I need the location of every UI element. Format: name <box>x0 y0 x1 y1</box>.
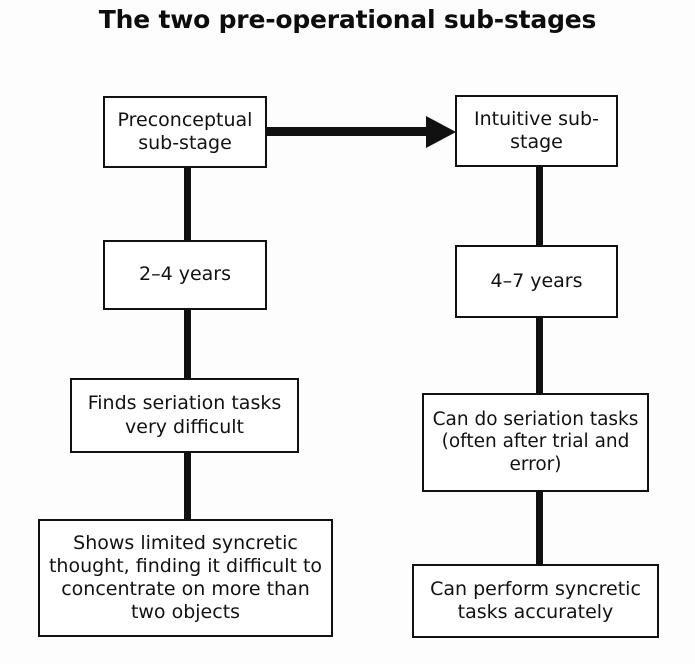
page-title: The two pre-operational sub-stages <box>98 5 597 34</box>
node-intuitive-sub-stage[interactable]: Intuitive sub-stage <box>455 95 618 167</box>
node-seriation-right[interactable]: Can do seriation tasks (often after tria… <box>422 393 649 492</box>
connector-left-1 <box>184 160 191 248</box>
node-age-range-right[interactable]: 4–7 years <box>455 245 618 318</box>
node-label: Shows limited syncretic thought, finding… <box>48 531 323 624</box>
node-seriation-left[interactable]: Finds seriation tasks very difficult <box>70 378 299 453</box>
preconceptual-to-intuitive-arrow-shaft <box>264 127 434 136</box>
node-label: Intuitive sub-stage <box>474 107 599 153</box>
node-label: 4–7 years <box>490 269 583 292</box>
node-label: Finds seriation tasks very difficult <box>87 392 282 438</box>
node-label: Can do seriation tasks (often after tria… <box>432 408 639 475</box>
node-syncretic-left[interactable]: Shows limited syncretic thought, finding… <box>38 519 333 637</box>
connector-right-1 <box>536 160 543 252</box>
node-age-range-left[interactable]: 2–4 years <box>103 240 267 310</box>
node-preconceptual-sub-stage[interactable]: Preconceptual sub-stage <box>103 96 267 168</box>
connector-right-3 <box>536 485 543 570</box>
node-syncretic-right[interactable]: Can perform syncretic tasks accurately <box>412 564 659 638</box>
node-label: Preconceptual sub-stage <box>117 108 253 154</box>
preconceptual-to-intuitive-arrow-head <box>426 115 456 148</box>
connector-right-2 <box>536 312 543 400</box>
node-label: Can perform syncretic tasks accurately <box>430 577 641 623</box>
connector-left-2 <box>184 305 191 385</box>
node-label: 2–4 years <box>138 263 231 286</box>
connector-left-3 <box>184 446 191 526</box>
